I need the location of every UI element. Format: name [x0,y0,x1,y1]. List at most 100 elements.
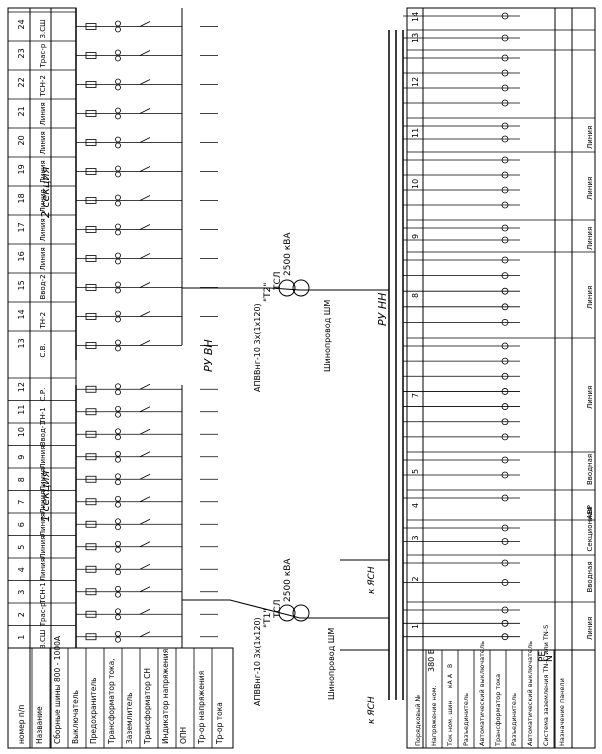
hv-section2-label: 2 секция [39,166,52,218]
lv-voltage: 380 В [427,649,436,672]
hv-cell-number: 12 [17,382,26,392]
hv-cell-name: Линия [39,536,47,559]
lv-panel-number: 4 [411,503,420,508]
hv-breaker-icon [85,23,97,30]
lv-pe-label: PE [538,651,548,662]
t2-type: ТСЛ [273,271,283,291]
hv-breaker-icon [85,565,97,573]
lv-panel-number: 12 [411,77,420,87]
hv-cell-number: 20 [17,135,26,145]
t1-busway: Шинопровод ШМ [327,628,336,700]
hv-breaker-icon [85,475,97,483]
hv-row-label: номер п/п [17,705,26,744]
hv-breaker-icon [85,520,97,528]
hv-cell-number: 16 [17,251,26,261]
lv-panel-name: Линия [586,386,594,409]
hv-cell-name: С.В. [39,343,47,357]
hv-cell-number: 4 [17,567,26,572]
hv-cell-name: ТСН-1 [39,582,47,604]
hv-breaker-icon [85,453,97,461]
hv-cell-number: 22 [17,77,26,87]
hv-cell-name: Ввод-1 [39,421,47,446]
hv-cell-number: 2 [17,612,26,617]
lv-row-label: Трансформатор тока [494,674,502,747]
hv-cell-name: Ввод-2 [39,274,47,299]
t1-connection [182,599,389,619]
t2-name: "T2" [263,282,273,302]
hv-cell-number: 13 [17,338,26,348]
lv-unit-label: А [447,673,454,678]
hv-cell-number: 24 [17,19,26,29]
lv-panel-number: 8 [411,293,420,298]
hv-breaker-icon [85,139,97,146]
hv-cell-number: 14 [17,309,26,319]
hv-row-label: Тр-ор тока [215,702,224,745]
hv-row-label: Название [35,706,44,744]
hv-breaker-icon [85,610,97,618]
hv-row-label-box [7,647,234,749]
lv-panel-name: Линия [586,126,594,149]
lv-panel-name: Секционная [586,507,594,552]
hv-cell-number: 19 [17,164,26,174]
lv-panel-name: Линия [586,617,594,640]
hv-cell-number: 8 [17,477,26,482]
hv-row-label: Заземлитель [125,692,134,744]
hv-breaker-icon [85,498,97,506]
lv-panel-name: Вводная [586,454,594,485]
hv-cell-number: 7 [17,500,26,505]
hv-breaker-icon [85,385,97,393]
lv-row-label: Разъединитель [462,693,470,746]
hv-row-label: Трансформатор тока, [107,658,116,745]
t2-rating: 2500 кВА [283,232,293,276]
t1-name: "T1" [263,608,273,628]
t2-connection [182,287,389,291]
hv-breaker-icon [85,633,97,641]
lv-panel-name: Линия [586,286,594,309]
hv-cell-name: Линия [39,131,47,154]
hv-breaker-icon [85,197,97,204]
lv-yasn-2: к ЯСН [367,696,377,724]
hv-breaker-icon [85,81,97,88]
lv-panel-number: 7 [411,393,420,398]
hv-breaker-icon [85,168,97,175]
hv-row-label: ОПН [179,727,188,744]
lv-panel-name: Линия [586,227,594,250]
hv-cell-number: 9 [17,455,26,460]
hv-breaker-icon [85,255,97,262]
hv-row-label: Тр-ор напряжения [197,671,206,745]
hv-cell-number: 11 [17,405,26,415]
t1-type: ТСЛ [273,599,283,619]
hv-breaker-icon [85,543,97,551]
hv-cell-name: ТСН-2 [39,75,47,97]
hv-row-label: Сборные шины 800 - 1000А [53,635,62,744]
lv-row-label: Порядковый № [414,694,422,746]
hv-breaker-icon [85,284,97,291]
hv-breaker-icon [85,226,97,233]
lv-panel-name: Вводная [586,561,594,592]
hv-cell-name: Линия [39,218,47,241]
lv-panel-number: 1 [411,624,420,629]
lv-title: РУ НН [376,293,389,326]
lv-row-label: Назначение панели [558,678,566,746]
hv-breaker-icon [85,408,97,416]
hv-cell-name: З.СШ [39,630,47,649]
lv-panel-number: 9 [411,234,420,239]
hv-cell-number: 5 [17,545,26,550]
hv-cell-name: Линия [39,513,47,536]
lv-panel-number: 3 [411,535,420,540]
hv-row-label: Индикатор напряжения [161,649,170,744]
hv-breaker-icon [85,313,97,320]
lv-panel-number: 14 [411,12,420,22]
hv-cell-name: Трас-р [39,602,47,627]
hv-cell-name: Линия [39,247,47,270]
t1-cable: АПВВнг-10 3х(1х120) [253,617,262,706]
lv-panel-number: 13 [411,33,420,43]
lv-n-label: N [545,655,555,662]
hv-cell-name: Линия [39,189,47,212]
lv-row-label: Система заземления TN-C или TN-S [542,625,550,746]
hv-cell-name: Трас-р [39,43,47,68]
transformer-t2-icon [278,279,296,297]
hv-row-label: Предохранитель [89,677,98,744]
hv-breaker-icon [85,52,97,59]
